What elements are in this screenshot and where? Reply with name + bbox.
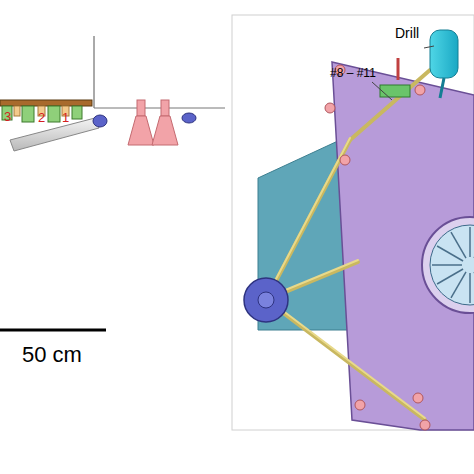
spoke	[469, 227, 471, 257]
right-illustration	[232, 15, 474, 430]
spoke	[451, 232, 466, 258]
spoke	[469, 273, 471, 303]
part-label: #8 – #11	[330, 67, 376, 79]
spoke	[437, 246, 463, 261]
scale-label: 50 cm	[22, 344, 82, 366]
part-label: Drill	[395, 26, 419, 40]
spoke	[437, 269, 463, 284]
callout-number: 3	[4, 110, 11, 123]
spoke	[451, 272, 466, 298]
left-illustration	[0, 36, 225, 330]
callout-number: 1	[62, 111, 69, 124]
callout-number: 2	[38, 111, 45, 124]
spoke	[432, 264, 462, 266]
